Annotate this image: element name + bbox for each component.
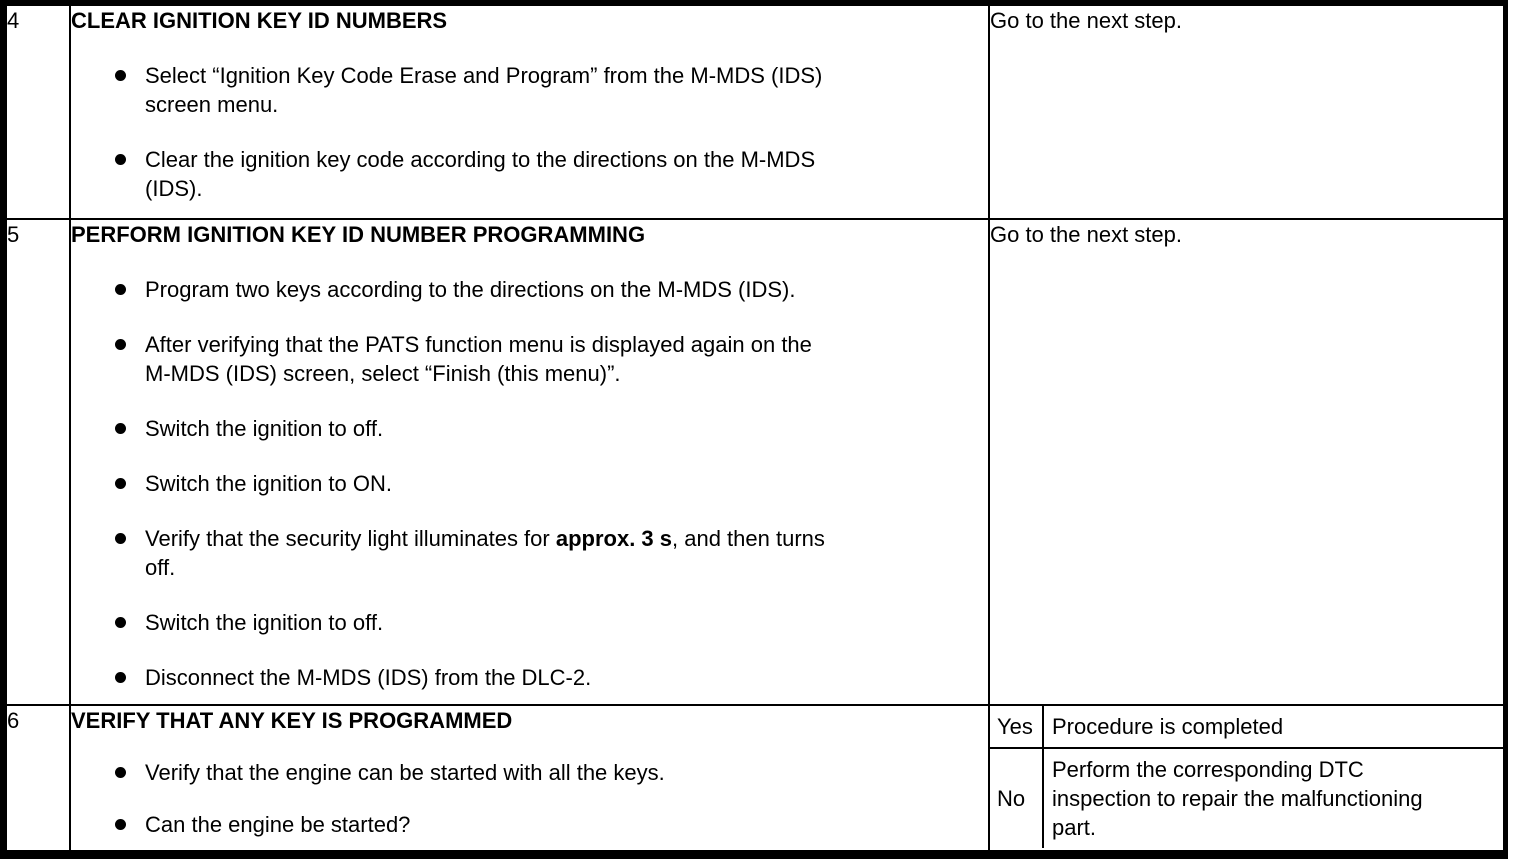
answer-yes-cell: Yes: [991, 707, 1044, 749]
action-cell: VERIFY THAT ANY KEY IS PROGRAMMED Verify…: [69, 704, 990, 852]
step-number-cell: 5: [5, 218, 71, 706]
bullet-icon: [115, 767, 126, 778]
step-number-cell: 4: [5, 4, 71, 220]
bullet-item: Can the engine be started?: [115, 810, 987, 839]
bullet-text-segment: , and then turns off.: [145, 526, 825, 580]
bullet-text: Switch the ignition to off.: [145, 416, 384, 441]
result-split-cell: Yes Procedure is completed No Perform th…: [988, 704, 1505, 852]
action-title: CLEAR IGNITION KEY ID NUMBERS: [71, 8, 448, 33]
answer-no-result-cell: Perform the corresponding DTC inspection…: [1044, 749, 1502, 848]
bullet-item: Select “Ignition Key Code Erase and Prog…: [115, 61, 987, 119]
bullet-icon: [115, 154, 126, 165]
bullet-item: Switch the ignition to ON.: [115, 469, 987, 498]
bullet-text: Select “Ignition Key Code Erase and Prog…: [145, 63, 823, 117]
bullet-item: Verify that the security light illuminat…: [115, 524, 987, 582]
bullet-text: Verify that the engine can be started wi…: [145, 760, 665, 785]
bullet-icon: [115, 70, 126, 81]
procedure-row-step-5: 5 PERFORM IGNITION KEY ID NUMBER PROGRAM…: [5, 218, 1505, 706]
result-cell: Go to the next step.: [988, 218, 1505, 706]
bullet-item: Verify that the engine can be started wi…: [115, 758, 987, 787]
action-cell: CLEAR IGNITION KEY ID NUMBERS Select “Ig…: [69, 4, 990, 220]
bullet-item: Switch the ignition to off.: [115, 608, 987, 637]
action-title: VERIFY THAT ANY KEY IS PROGRAMMED: [71, 708, 513, 733]
result-text: Go to the next step.: [990, 222, 1183, 247]
bullet-icon: [115, 284, 126, 295]
bullet-icon: [115, 672, 126, 683]
yes-no-results: Yes Procedure is completed No Perform th…: [991, 707, 1502, 848]
bullet-text-segment: Verify that the security light illuminat…: [145, 526, 556, 551]
diagnostic-procedure-table: 4 CLEAR IGNITION KEY ID NUMBERS Select “…: [5, 4, 1505, 852]
step-number: 6: [7, 708, 20, 733]
bullet-item: Clear the ignition key code according to…: [115, 145, 987, 203]
result-cell: Go to the next step.: [988, 4, 1505, 220]
action-title: PERFORM IGNITION KEY ID NUMBER PROGRAMMI…: [71, 222, 646, 247]
step-number: 4: [7, 8, 20, 33]
procedure-row-step-4: 4 CLEAR IGNITION KEY ID NUMBERS Select “…: [5, 4, 1505, 220]
bullet-text: Switch the ignition to off.: [145, 610, 384, 635]
action-cell: PERFORM IGNITION KEY ID NUMBER PROGRAMMI…: [69, 218, 990, 706]
bullet-icon: [115, 819, 126, 830]
bullet-text-bold-segment: approx. 3 s: [555, 526, 673, 551]
bullet-text: Can the engine be started?: [145, 812, 411, 837]
bullet-text: Program two keys according to the direct…: [145, 277, 796, 302]
procedure-row-step-6: 6 VERIFY THAT ANY KEY IS PROGRAMMED Veri…: [5, 704, 1505, 852]
answer-no-result-text: Perform the corresponding DTC inspection…: [1052, 757, 1423, 840]
bullet-item: After verifying that the PATS function m…: [115, 330, 987, 388]
bullet-text: After verifying that the PATS function m…: [145, 332, 812, 386]
answer-no-cell: No: [991, 749, 1044, 848]
bullet-item: Program two keys according to the direct…: [115, 275, 987, 304]
bullet-item: Disconnect the M-MDS (IDS) from the DLC-…: [115, 663, 987, 692]
answer-yes-label: Yes: [997, 714, 1033, 739]
step-number: 5: [7, 222, 20, 247]
bullet-icon: [115, 617, 126, 628]
bullet-text: Verify that the security light illuminat…: [145, 524, 825, 582]
answer-yes-result-cell: Procedure is completed: [1044, 707, 1502, 749]
answer-yes-result-text: Procedure is completed: [1052, 714, 1284, 739]
bullet-text: Clear the ignition key code according to…: [145, 147, 816, 201]
bullet-icon: [115, 533, 126, 544]
bullet-icon: [115, 478, 126, 489]
bullet-text: Disconnect the M-MDS (IDS) from the DLC-…: [145, 665, 592, 690]
result-text: Go to the next step.: [990, 8, 1183, 33]
bullet-icon: [115, 339, 126, 350]
step-number-cell: 6: [5, 704, 71, 852]
bullet-item: Switch the ignition to off.: [115, 414, 987, 443]
bullet-text: Switch the ignition to ON.: [145, 471, 393, 496]
bullet-icon: [115, 423, 126, 434]
answer-no-label: No: [997, 786, 1026, 811]
